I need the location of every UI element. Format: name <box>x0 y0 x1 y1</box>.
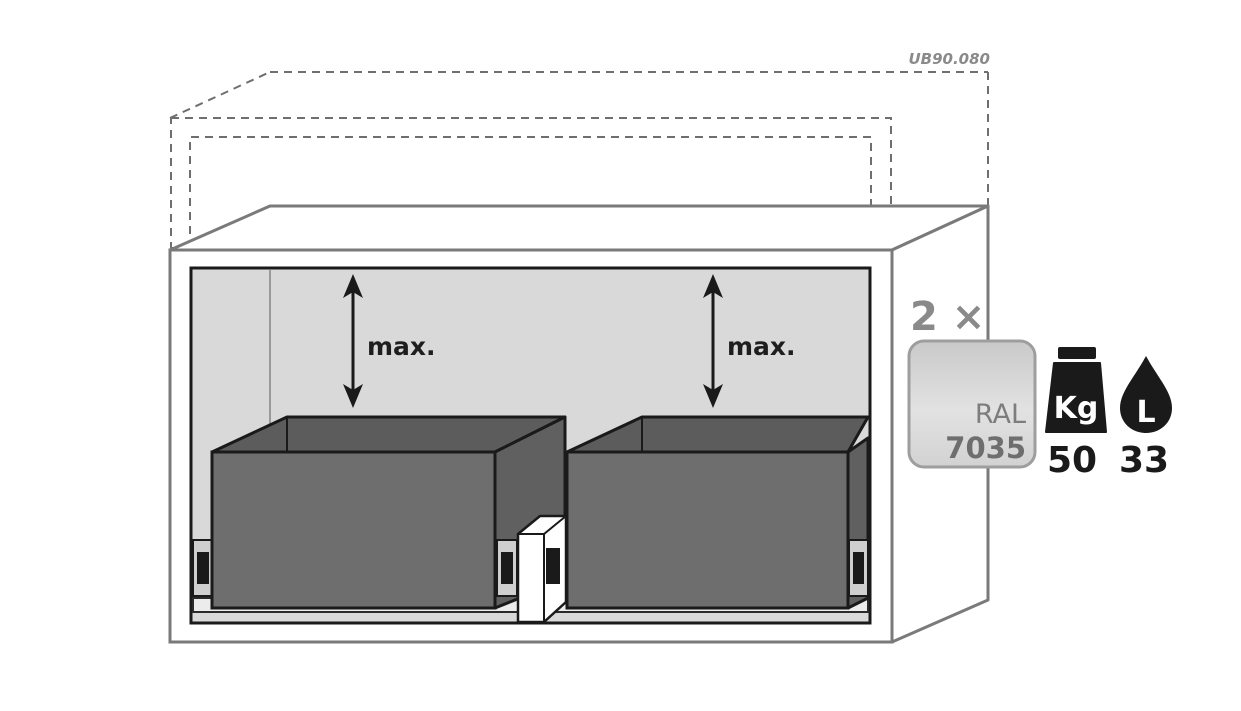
weight-unit: Kg <box>1054 391 1099 426</box>
weight-icon: Kg <box>1045 347 1107 433</box>
drawer-runner-left <box>192 539 214 597</box>
drawer-box-1 <box>210 415 567 610</box>
clearance-arrow-1 <box>343 274 363 408</box>
volume-value: 33 <box>1119 440 1169 481</box>
clearance-arrow-2 <box>703 274 723 408</box>
ral-label: RAL <box>975 399 1026 430</box>
drawer-box-2 <box>565 415 870 610</box>
volume-unit: L <box>1136 395 1155 430</box>
ral-color-swatch: RAL 7035 <box>907 339 1037 469</box>
drawer-runner-center <box>516 514 568 624</box>
clearance-label-1: max. <box>367 332 436 361</box>
model-code: UB90.080 <box>909 50 991 68</box>
clearance-label-2: max. <box>727 332 796 361</box>
liquid-drop-icon: L <box>1120 356 1172 433</box>
max-load-value: 50 <box>1047 440 1097 481</box>
ral-code: 7035 <box>945 431 1026 465</box>
drawer-count: 2 × <box>910 294 985 340</box>
